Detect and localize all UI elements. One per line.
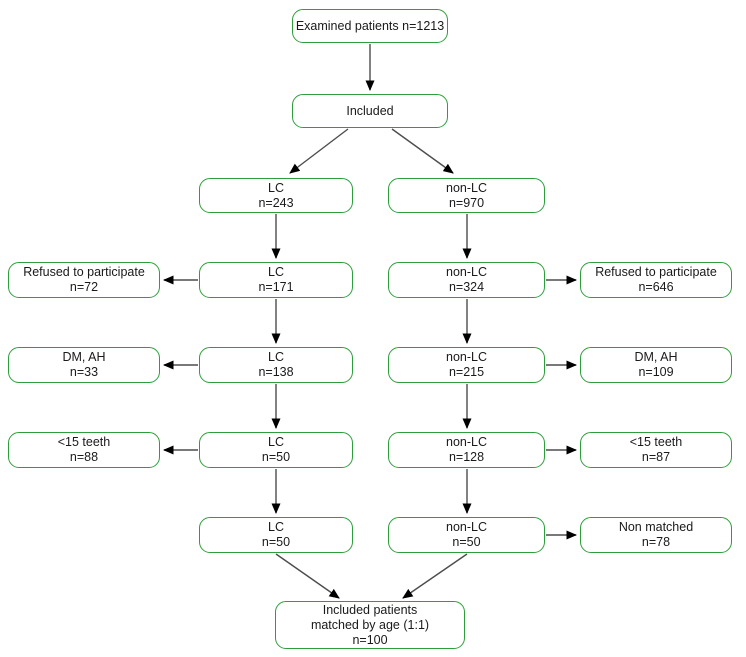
node-teeth-lc: <15 teeth n=88 xyxy=(8,432,160,468)
node-included: Included xyxy=(292,94,448,128)
node-nonlc-50-final: non-LC n=50 xyxy=(388,517,545,553)
node-count: n=171 xyxy=(258,280,294,294)
node-label: LC xyxy=(268,435,284,449)
node-count: n=243 xyxy=(258,195,294,210)
node-nonlc-324: non-LC n=324 xyxy=(388,262,545,298)
node-count: n=109 xyxy=(638,365,674,379)
node-dm-ah-nonlc: DM, AH n=109 xyxy=(580,347,732,383)
node-lc-138: LC n=138 xyxy=(199,347,353,383)
node-lc-243: LC n=243 xyxy=(199,178,353,213)
node-non-matched: Non matched n=78 xyxy=(580,517,732,553)
node-refused-nonlc: Refused to participate n=646 xyxy=(580,262,732,298)
flow-arrow xyxy=(289,128,349,174)
node-dm-ah-lc: DM, AH n=33 xyxy=(8,347,160,383)
node-label: non-LC xyxy=(446,180,487,195)
node-label: DM, AH xyxy=(634,350,678,364)
node-label: LC xyxy=(268,520,284,534)
node-label: matched by age (1:1) xyxy=(310,617,430,632)
node-count: n=100 xyxy=(352,632,388,647)
node-count: n=33 xyxy=(69,365,99,379)
node-nonlc-128: non-LC n=128 xyxy=(388,432,545,468)
node-count: n=50 xyxy=(261,535,291,549)
node-label: non-LC xyxy=(446,350,487,364)
node-count: n=78 xyxy=(641,535,671,549)
node-lc-171: LC n=171 xyxy=(199,262,353,298)
node-count: n=970 xyxy=(448,195,485,210)
node-label: LC xyxy=(268,180,284,195)
flow-arrow xyxy=(402,553,468,599)
node-included-matched: Included patients matched by age (1:1) n… xyxy=(275,601,465,649)
node-count: n=50 xyxy=(261,450,291,464)
node-teeth-nonlc: <15 teeth n=87 xyxy=(580,432,732,468)
node-label: non-LC xyxy=(446,520,487,534)
flow-arrow xyxy=(275,553,340,599)
node-count: n=646 xyxy=(638,280,674,294)
node-count: n=215 xyxy=(448,365,485,379)
flow-arrow xyxy=(391,128,454,174)
node-label: <15 teeth xyxy=(57,435,111,449)
node-label: DM, AH xyxy=(62,350,106,364)
node-label: non-LC xyxy=(446,435,487,449)
node-label: non-LC xyxy=(446,265,487,279)
node-label: <15 teeth xyxy=(629,435,683,449)
node-count: n=50 xyxy=(452,535,481,549)
node-nonlc-215: non-LC n=215 xyxy=(388,347,545,383)
node-examined-patients: Examined patients n=1213 xyxy=(292,9,448,43)
node-count: n=87 xyxy=(641,450,671,464)
node-label: Refused to participate xyxy=(23,265,145,279)
node-lc-50-first: LC n=50 xyxy=(199,432,353,468)
node-label: LC xyxy=(268,265,284,279)
node-label: Refused to participate xyxy=(595,265,717,279)
node-count: n=128 xyxy=(448,450,485,464)
node-count: n=88 xyxy=(69,450,99,464)
node-refused-lc: Refused to participate n=72 xyxy=(8,262,160,298)
node-label: Included patients xyxy=(322,602,418,617)
node-label: Non matched xyxy=(618,520,694,534)
node-count: n=138 xyxy=(258,365,294,379)
node-nonlc-970: non-LC n=970 xyxy=(388,178,545,213)
node-count: n=72 xyxy=(69,280,99,294)
node-label: LC xyxy=(268,350,284,364)
node-lc-50-final: LC n=50 xyxy=(199,517,353,553)
node-count: n=324 xyxy=(448,280,485,294)
node-label: Included xyxy=(346,103,394,118)
node-label: Examined patients n=1213 xyxy=(295,18,445,33)
